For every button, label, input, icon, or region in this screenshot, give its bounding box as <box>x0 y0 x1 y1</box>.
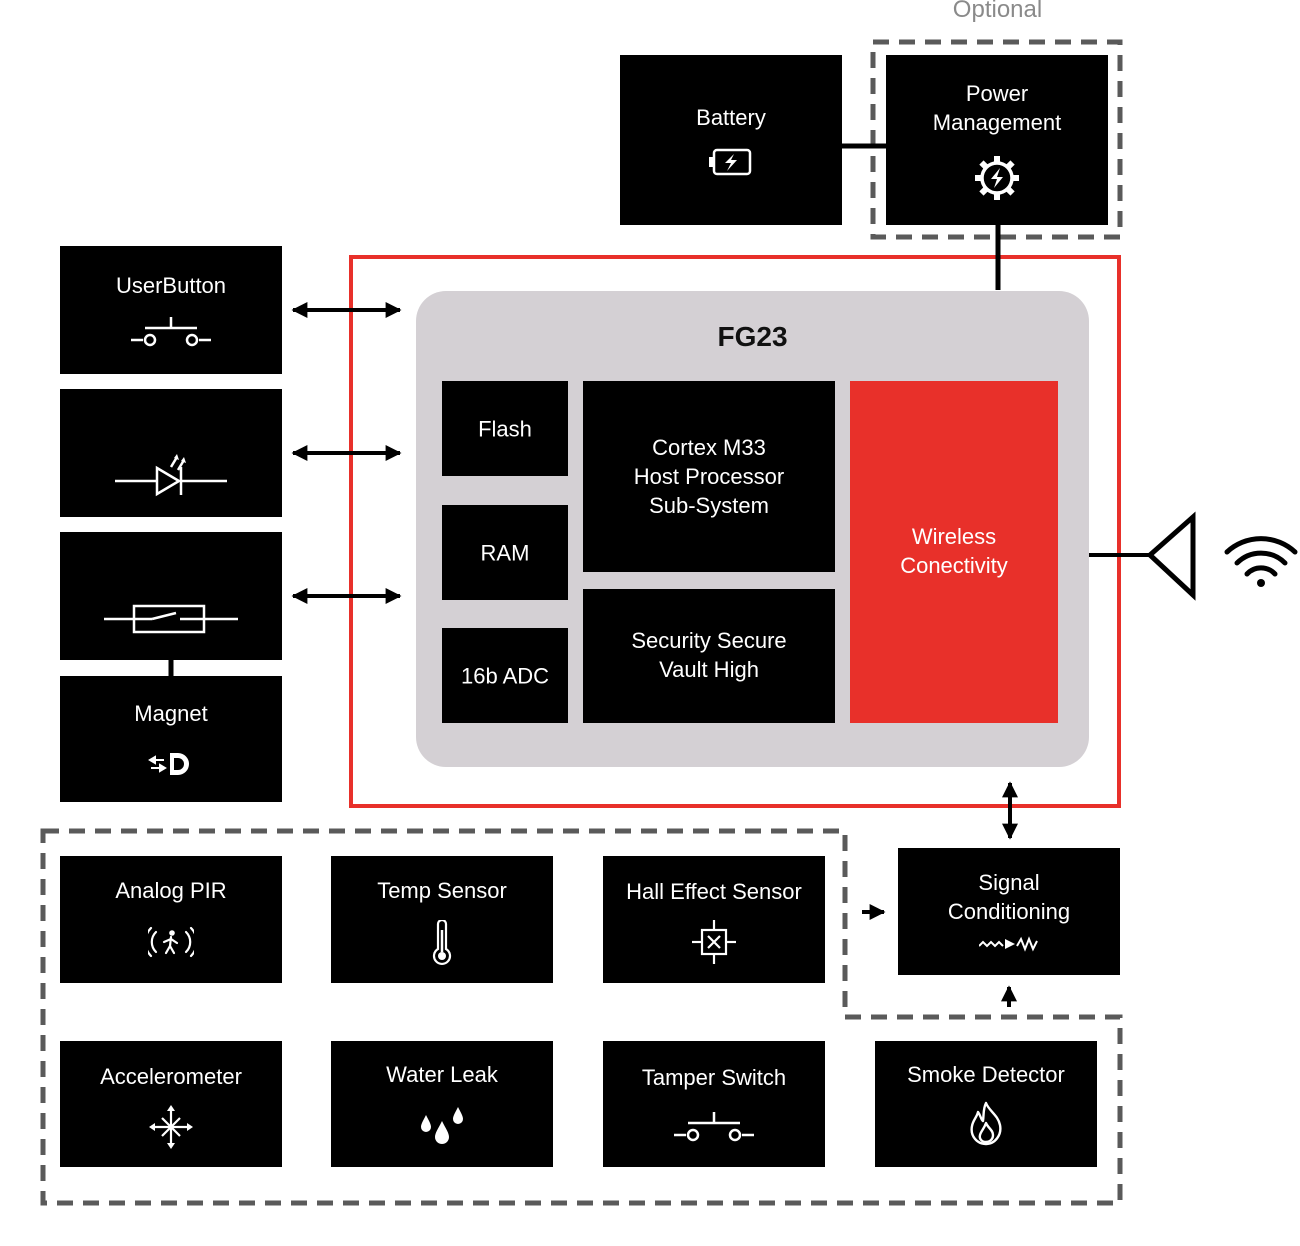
wifi-icon <box>1224 536 1298 587</box>
water-drops-icon <box>421 1107 463 1144</box>
wireless-label-line1: Wireless <box>911 524 997 549</box>
tamper-switch-block: Tamper Switch <box>603 1041 825 1167</box>
antenna-icon <box>1146 511 1196 601</box>
hall-effect-block: Hall Effect Sensor <box>603 856 825 983</box>
wireless-block: Wireless Conectivity <box>850 381 1058 723</box>
cortex-label-line3: Sub-System <box>649 493 769 518</box>
mcu-red-border <box>349 255 1121 808</box>
magnet-block: Magnet <box>60 676 282 802</box>
battery-label: Battery <box>696 105 766 130</box>
analog-pir-label: Analog PIR <box>115 878 227 903</box>
hall-effect-label: Hall Effect Sensor <box>626 879 802 904</box>
power-management-label-line1: Power <box>965 81 1029 106</box>
signal-conditioning-block: Signal Conditioning <box>898 848 1120 975</box>
adc-label: 16b ADC <box>460 663 550 688</box>
flame-icon <box>970 1101 1002 1146</box>
security-label-line2: Vault High <box>659 657 759 682</box>
power-management-block: Power Management <box>886 55 1108 225</box>
userbutton-label: UserButton <box>115 273 227 298</box>
magnet-icon <box>148 753 189 775</box>
tamper-switch-icon <box>674 1112 754 1142</box>
accelerometer-block: Accelerometer <box>60 1041 282 1167</box>
cortex-block: Cortex M33 Host Processor Sub-System <box>583 381 835 572</box>
signal-waveform-icon <box>979 936 1038 952</box>
fg23-title: FG23 <box>717 321 788 352</box>
analog-pir-block: Analog PIR <box>60 856 282 983</box>
battery-charging-icon <box>709 148 752 176</box>
thermometer-icon <box>432 920 452 966</box>
optional-dashed-border <box>870 39 1123 240</box>
security-block: Security Secure Vault High <box>583 589 835 723</box>
temp-sensor-label: Temp Sensor <box>377 878 507 903</box>
reed-switch-icon <box>104 604 238 634</box>
cortex-label-line1: Cortex M33 <box>652 435 766 460</box>
led-block <box>60 389 282 517</box>
push-button-switch-icon <box>131 317 211 347</box>
optional-label: Optional <box>952 0 1043 23</box>
magnet-label: Magnet <box>134 701 208 726</box>
accelerometer-label: Accelerometer <box>100 1064 242 1089</box>
wireless-label-line2: Conectivity <box>900 553 1008 578</box>
power-management-label-line2: Management <box>932 110 1062 135</box>
led-diode-icon <box>115 454 227 497</box>
hall-sensor-icon <box>692 920 736 964</box>
signal-conditioning-label-line2: Conditioning <box>947 899 1071 924</box>
smoke-detector-block: Smoke Detector <box>875 1041 1097 1167</box>
temp-sensor-block: Temp Sensor <box>331 856 553 983</box>
tamper-switch-label: Tamper Switch <box>641 1065 787 1090</box>
signal-conditioning-label-line1: Signal <box>978 870 1040 895</box>
smoke-detector-label: Smoke Detector <box>907 1062 1065 1087</box>
userbutton-block: UserButton <box>60 246 282 374</box>
water-leak-label: Water Leak <box>386 1062 498 1087</box>
reed-switch-block <box>60 532 282 660</box>
ram-label: RAM <box>480 540 530 565</box>
sensors-dashed-border <box>40 828 1123 1206</box>
flash-block: Flash <box>442 381 568 476</box>
security-label-line1: Security Secure <box>631 628 787 653</box>
motion-sensor-icon <box>148 926 194 958</box>
cortex-label-line2: Host Processor <box>633 464 785 489</box>
flash-label: Flash <box>478 416 532 441</box>
power-gear-icon <box>975 156 1019 200</box>
water-leak-block: Water Leak <box>331 1041 553 1167</box>
adc-block: 16b ADC <box>442 628 568 723</box>
ram-block: RAM <box>442 505 568 600</box>
accelerometer-arrows-icon <box>149 1105 193 1149</box>
battery-block: Battery <box>620 55 842 225</box>
